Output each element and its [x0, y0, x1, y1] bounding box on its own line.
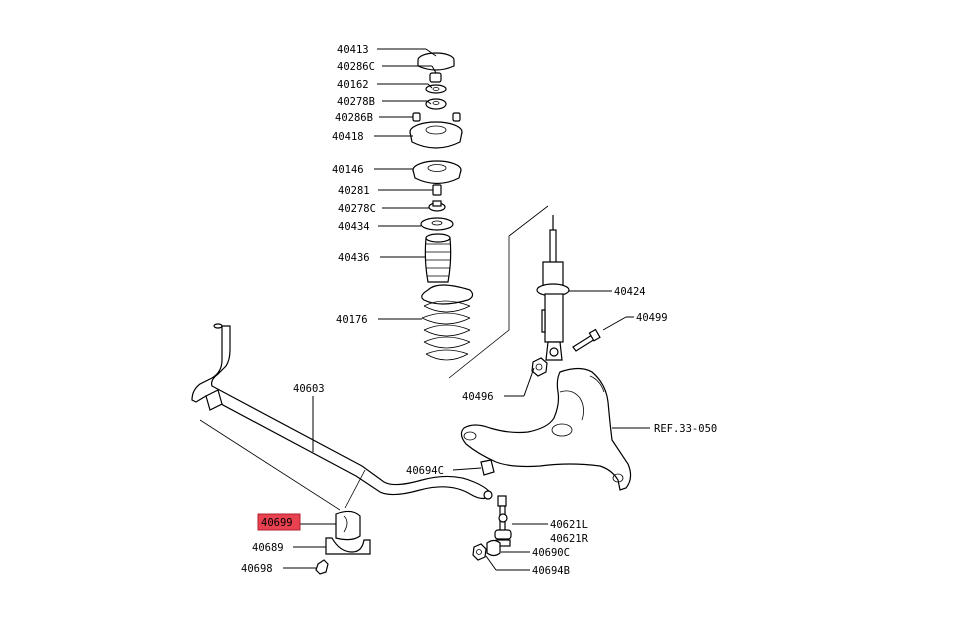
label-40286B[interactable]: 40286B: [335, 112, 373, 124]
leader-lines: [283, 48, 650, 571]
label-40278C[interactable]: 40278C: [338, 203, 376, 215]
label-ref-33-050[interactable]: REF.33-050: [654, 423, 717, 435]
label-40698[interactable]: 40698: [241, 563, 273, 575]
label-40162[interactable]: 40162: [337, 79, 369, 91]
stabilizer-bar: [191, 323, 495, 511]
label-40694B[interactable]: 40694B: [532, 565, 570, 577]
label-40281[interactable]: 40281: [338, 185, 370, 197]
part-labels: 40413 40286C 40162 40278B 40286B 40418 4…: [241, 44, 717, 577]
highlight-box: [257, 513, 301, 531]
label-40434[interactable]: 40434: [338, 221, 370, 233]
stabilizer-link: [472, 495, 512, 561]
label-40499[interactable]: 40499: [636, 312, 668, 324]
label-40621R[interactable]: 40621R: [550, 533, 589, 545]
label-40690C[interactable]: 40690C: [532, 547, 570, 559]
label-40436[interactable]: 40436: [338, 252, 370, 264]
label-40694C[interactable]: 40694C: [406, 465, 444, 477]
label-40424[interactable]: 40424: [614, 286, 646, 298]
lower-arm: [460, 367, 632, 491]
label-40278B[interactable]: 40278B: [337, 96, 375, 108]
label-40699[interactable]: 40699: [261, 517, 293, 529]
label-40603[interactable]: 40603: [293, 383, 325, 395]
strut-top-stack: [409, 52, 549, 379]
bar-bushing-assembly: [315, 510, 371, 575]
label-40176[interactable]: 40176: [336, 314, 368, 326]
label-40286C[interactable]: 40286C: [337, 61, 375, 73]
shock-absorber: [531, 215, 601, 377]
label-40418[interactable]: 40418: [332, 131, 364, 143]
label-40146[interactable]: 40146: [332, 164, 364, 176]
label-40689[interactable]: 40689: [252, 542, 284, 554]
label-40413[interactable]: 40413: [337, 44, 369, 56]
label-40621L[interactable]: 40621L: [550, 519, 588, 531]
label-40496[interactable]: 40496: [462, 391, 494, 403]
